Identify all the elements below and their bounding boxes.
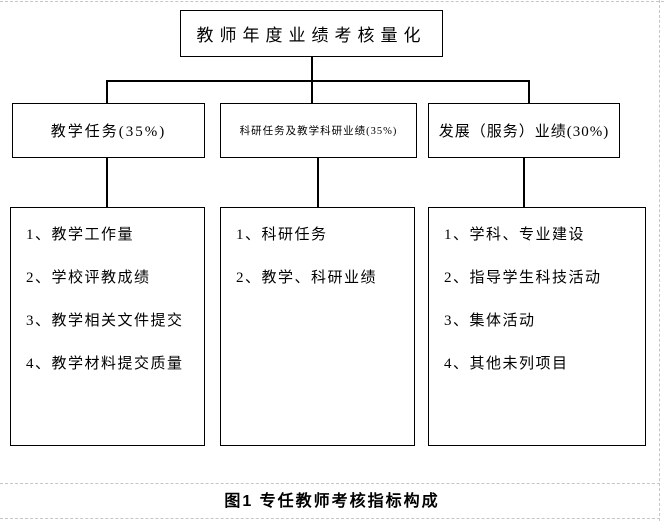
page-boundary-top (0, 1, 664, 2)
connector-rail (106, 80, 530, 82)
connector-branch3-stem (528, 80, 530, 104)
list-item: 1、教学工作量 (26, 227, 135, 243)
list-item: 2、教学、科研业绩 (236, 270, 378, 286)
connector-branch1-stem (106, 80, 108, 104)
branch-node-research-tasks: 科研任务及教学科研业绩(35%) (220, 103, 417, 158)
root-node: 教师年度业绩考核量化 (180, 10, 443, 57)
frame-boundary-bottom (0, 483, 660, 484)
branch-node-label: 科研任务及教学科研业绩(35%) (239, 126, 398, 137)
list-item: 2、指导学生科技活动 (444, 270, 602, 286)
detail-box-teaching-tasks: 1、教学工作量 2、学校评教成绩 3、教学相关文件提交 4、教学材料提交质量 (10, 207, 205, 446)
list-item: 1、学科、专业建设 (444, 227, 586, 243)
detail-box-development-performance: 1、学科、专业建设 2、指导学生科技活动 3、集体活动 4、其他未列项目 (428, 207, 646, 446)
list-item: 1、科研任务 (236, 227, 328, 243)
connector-detail2-stem (317, 158, 319, 208)
detail-box-research-tasks: 1、科研任务 2、教学、科研业绩 (220, 207, 415, 446)
branch-node-label: 教学任务(35%) (50, 124, 167, 140)
list-item: 4、教学材料提交质量 (26, 356, 184, 372)
list-item: 2、学校评教成绩 (26, 270, 151, 286)
list-item: 4、其他未列项目 (444, 356, 569, 372)
list-item: 3、教学相关文件提交 (26, 313, 184, 329)
branch-node-teaching-tasks: 教学任务(35%) (12, 103, 205, 158)
list-item: 3、集体活动 (444, 313, 536, 329)
page-boundary-right (659, 0, 660, 521)
root-node-label: 教师年度业绩考核量化 (196, 26, 427, 45)
branch-node-development-performance: 发展（服务）业绩(30%) (428, 103, 620, 158)
page-boundary-bottom (0, 518, 660, 519)
connector-detail1-stem (106, 158, 108, 208)
figure-caption: 图1 专任教师考核指标构成 (224, 493, 440, 510)
connector-detail3-stem (523, 158, 525, 208)
branch-node-label: 发展（服务）业绩(30%) (438, 124, 610, 140)
